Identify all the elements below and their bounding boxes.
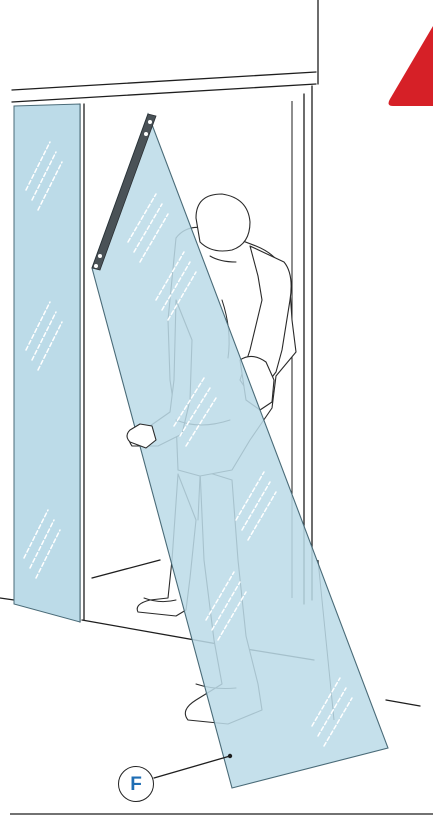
fixed-glass-panel [14, 104, 80, 622]
label-leader-line [154, 754, 232, 778]
warning-triangle-icon [389, 26, 433, 106]
part-label-f: F [118, 766, 154, 802]
part-label-f-text: F [130, 775, 142, 794]
